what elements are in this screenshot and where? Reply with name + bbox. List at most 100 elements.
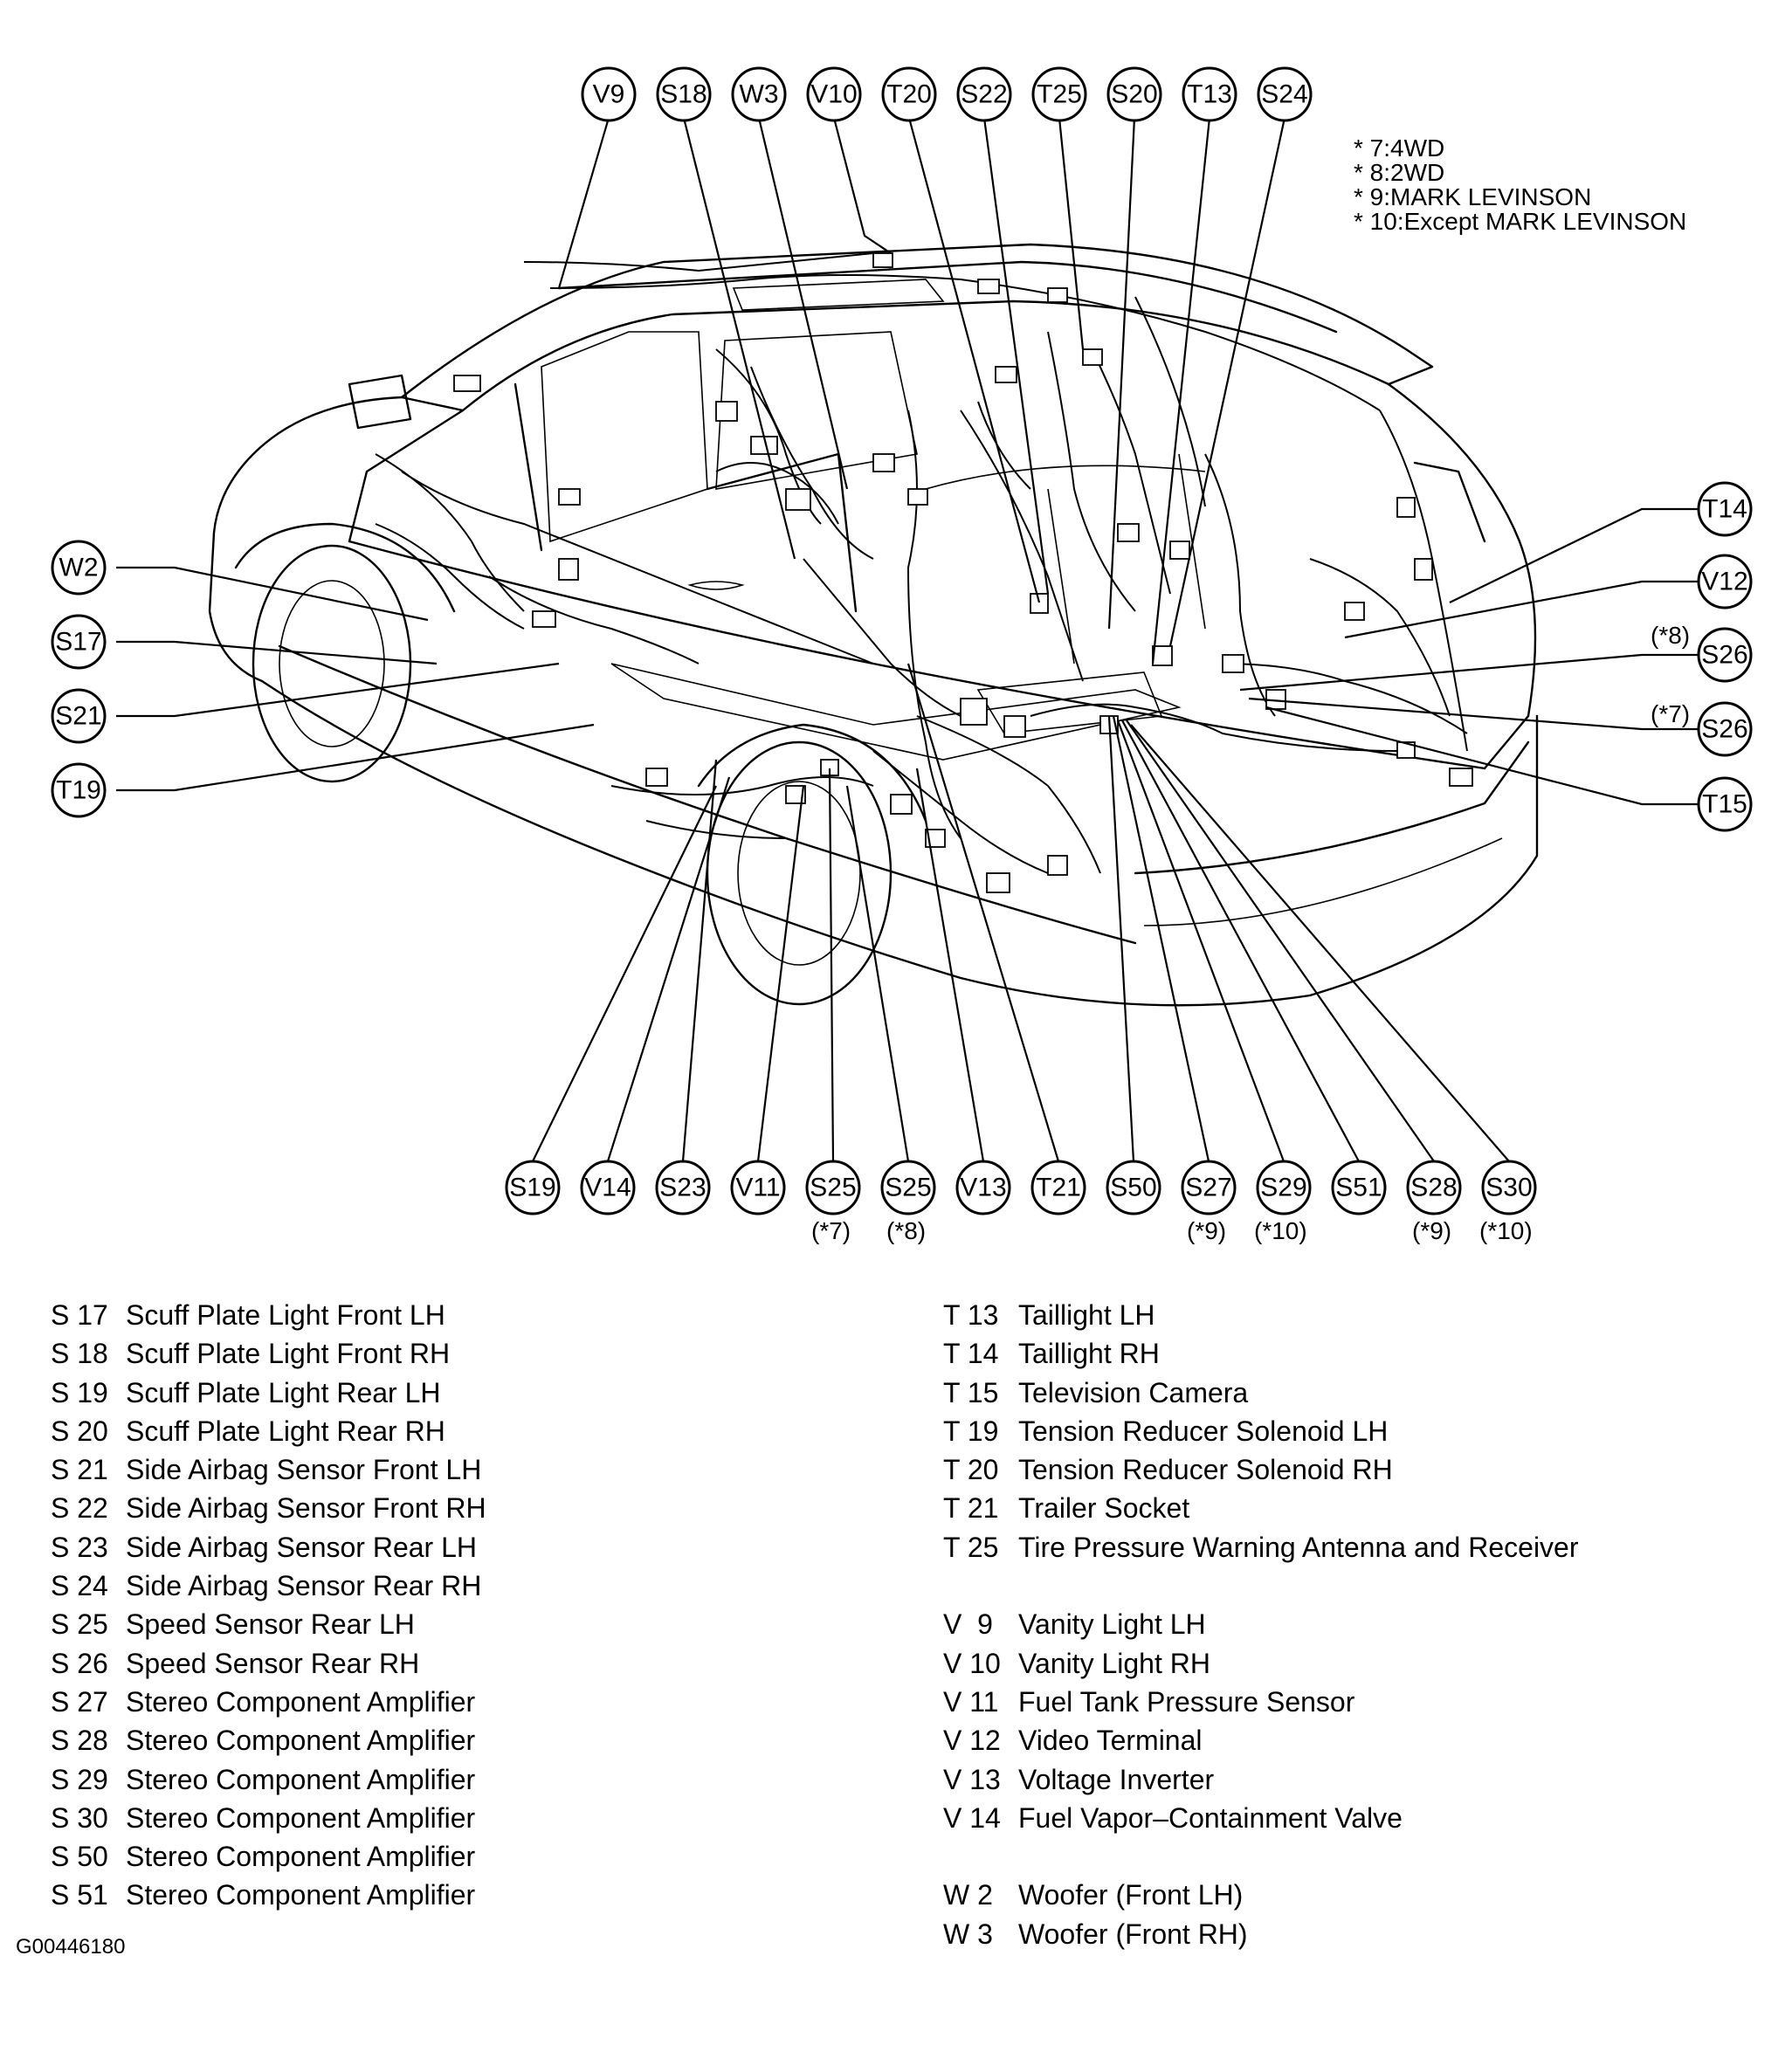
legend-row: V 12 Video Terminal <box>943 1721 1579 1759</box>
legend-name: Side Airbag Sensor Front RH <box>126 1492 486 1525</box>
legend-code: V 14 <box>943 1801 1001 1834</box>
variant-notes: * 7:4WD * 8:2WD * 9:MARK LEVINSON * 10:E… <box>1354 136 1686 234</box>
svg-text:S29: S29 <box>1260 1174 1306 1202</box>
legend-name: Scuff Plate Light Front LH <box>126 1299 445 1331</box>
legend-name: Tension Reducer Solenoid RH <box>1018 1454 1393 1486</box>
legend-name: Side Airbag Sensor Front LH <box>126 1454 482 1486</box>
svg-text:S50: S50 <box>1110 1174 1156 1202</box>
svg-text:S20: S20 <box>1111 80 1157 109</box>
callout-s24: S24 <box>1257 66 1313 122</box>
callout-v10: V10 <box>806 66 862 122</box>
callout-w3: W3 <box>731 66 787 122</box>
legend-name: Taillight LH <box>1018 1299 1155 1331</box>
svg-text:S22: S22 <box>961 80 1007 109</box>
callout-v13: V13 <box>955 1160 1011 1215</box>
legend-code: S 19 <box>51 1376 108 1408</box>
legend-code: S 50 <box>51 1841 108 1873</box>
legend-name: Trailer Socket <box>1018 1492 1190 1525</box>
callout-s25-2wd: S25 <box>880 1160 936 1215</box>
svg-text:S27: S27 <box>1185 1174 1231 1202</box>
callout-s17: S17 <box>51 614 107 670</box>
legend-code: S 22 <box>51 1492 108 1525</box>
legend-name: Stereo Component Amplifier <box>126 1879 476 1911</box>
legend-code: W 3 <box>943 1918 993 1950</box>
sublabel-s25-4wd: (*7) <box>811 1217 851 1244</box>
svg-text:T21: T21 <box>1036 1174 1081 1202</box>
callout-s29: S29 <box>1256 1160 1312 1215</box>
legend-code: T 14 <box>943 1338 999 1370</box>
legend-name: Stereo Component Amplifier <box>126 1841 476 1873</box>
legend-row: S 18 Scuff Plate Light Front RH <box>51 1334 486 1373</box>
sublabel-s26-4wd: (*7) <box>1651 700 1691 727</box>
legend-row: S 21 Side Airbag Sensor Front LH <box>51 1450 486 1489</box>
svg-text:S25: S25 <box>885 1174 931 1202</box>
legend-code: V 12 <box>943 1725 1001 1757</box>
legend-name: Scuff Plate Light Rear RH <box>126 1415 445 1447</box>
legend-name: Fuel Vapor–Containment Valve <box>1018 1801 1403 1834</box>
legend-name: Scuff Plate Light Front RH <box>126 1338 451 1370</box>
legend-row: S 50 Stereo Component Amplifier <box>51 1837 486 1876</box>
callout-s23: S23 <box>655 1160 711 1215</box>
legend-code: T 25 <box>943 1531 999 1563</box>
legend-code: S 51 <box>51 1879 108 1911</box>
callout-t13: T13 <box>1182 66 1237 122</box>
sublabel-s29: (*10) <box>1254 1217 1307 1244</box>
legend-name: Speed Sensor Rear RH <box>126 1647 420 1679</box>
svg-text:V9: V9 <box>593 80 625 109</box>
legend-code: S 18 <box>51 1338 108 1370</box>
legend-code: S 29 <box>51 1763 108 1795</box>
legend-name: Woofer (Front LH) <box>1018 1879 1244 1911</box>
legend-name: Stereo Component Amplifier <box>126 1685 476 1718</box>
callout-s18: S18 <box>656 66 712 122</box>
legend-code: S 23 <box>51 1531 108 1563</box>
callout-s51: S51 <box>1331 1160 1387 1215</box>
svg-text:T15: T15 <box>1702 790 1747 819</box>
sublabel-s28: (*9) <box>1412 1217 1452 1244</box>
svg-text:S30: S30 <box>1485 1174 1532 1202</box>
svg-text:V12: V12 <box>1701 568 1747 596</box>
legend-name: Vanity Light LH <box>1018 1608 1206 1641</box>
legend-name: Vanity Light RH <box>1018 1647 1210 1679</box>
leader-lines <box>116 117 1699 1162</box>
legend-code: S 24 <box>51 1570 108 1602</box>
legend-row: V 14 Fuel Vapor–Containment Valve <box>943 1799 1579 1837</box>
legend-spacer <box>943 1567 1579 1605</box>
callout-s26-4wd: S26 <box>1697 701 1753 757</box>
legend-name: Video Terminal <box>1018 1725 1203 1757</box>
callout-s21: S21 <box>51 688 107 744</box>
legend-name: Stereo Component Amplifier <box>126 1801 476 1834</box>
svg-text:S17: S17 <box>55 628 101 657</box>
legend-code: S 28 <box>51 1725 108 1757</box>
callout-s25-4wd: S25 <box>805 1160 861 1215</box>
callout-s28: S28 <box>1406 1160 1462 1215</box>
legend-code: S 21 <box>51 1454 108 1486</box>
callout-v14: V14 <box>580 1160 636 1215</box>
legend-name: Speed Sensor Rear LH <box>126 1608 415 1641</box>
note-line: * 8:2WD <box>1354 159 1445 186</box>
legend-code: W 2 <box>943 1879 993 1911</box>
legend-name: Voltage Inverter <box>1018 1763 1215 1795</box>
callout-s50: S50 <box>1106 1160 1161 1215</box>
legend-code: S 25 <box>51 1608 108 1641</box>
sublabel-s26-2wd: (*8) <box>1651 622 1691 649</box>
legend-row: V 10 Vanity Light RH <box>943 1644 1579 1683</box>
callout-s22: S22 <box>956 66 1012 122</box>
legend-row: S 25 Speed Sensor Rear LH <box>51 1605 486 1643</box>
wire-harness-network <box>375 252 1468 874</box>
legend-code: V 10 <box>943 1647 1001 1679</box>
callout-v9: V9 <box>581 66 637 122</box>
legend-code: S 26 <box>51 1647 108 1679</box>
legend-row: S 22 Side Airbag Sensor Front RH <box>51 1489 486 1527</box>
legend-row: W 2 Woofer (Front LH) <box>943 1876 1579 1914</box>
legend-row: S 26 Speed Sensor Rear RH <box>51 1644 486 1683</box>
callout-w2: W2 <box>51 540 107 596</box>
